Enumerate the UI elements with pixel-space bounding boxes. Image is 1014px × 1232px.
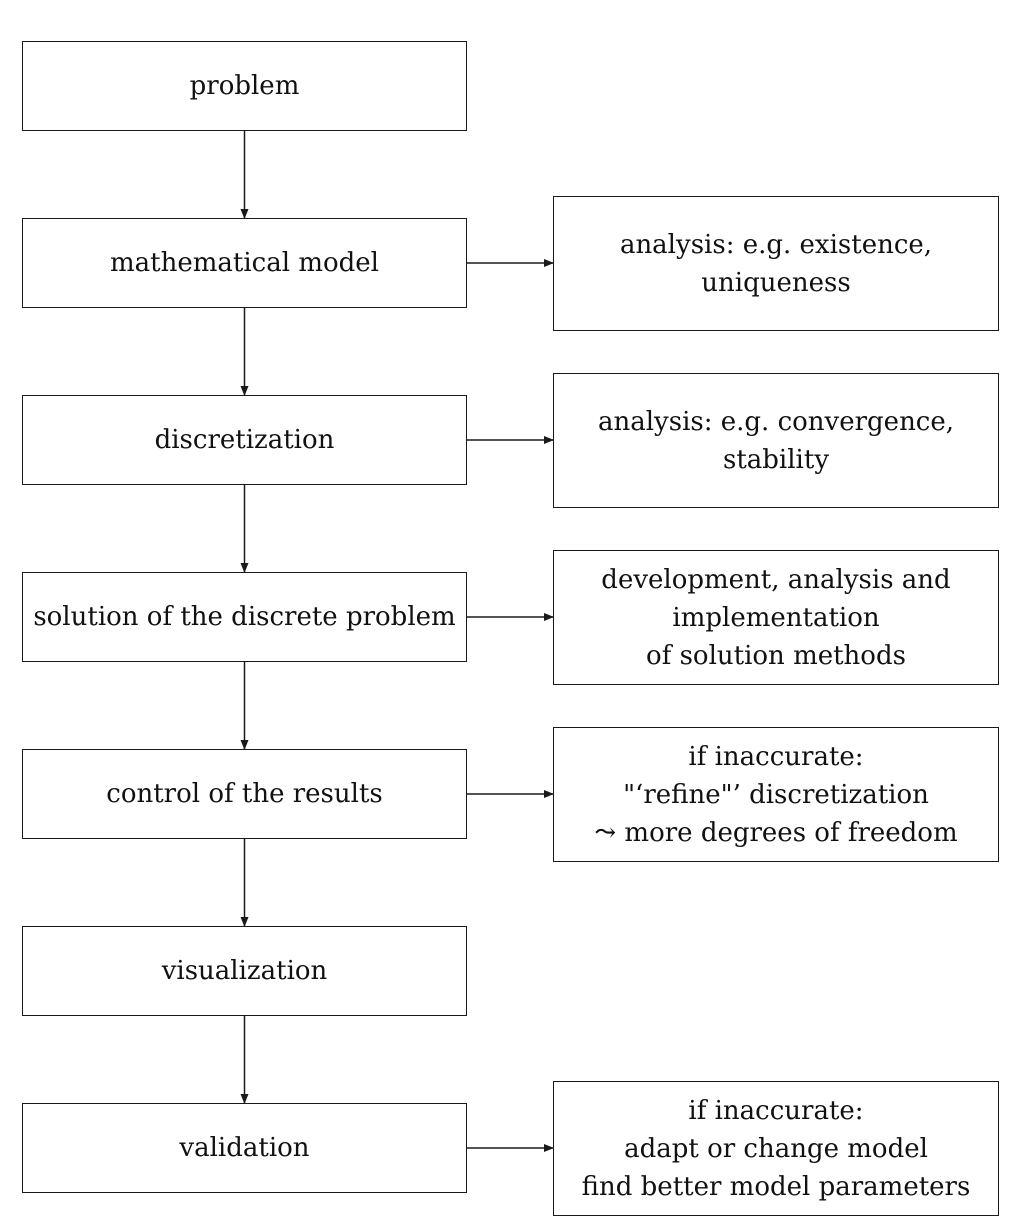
step-label-discretization: discretization xyxy=(154,425,335,455)
note-line: development, analysis and xyxy=(601,564,951,595)
note-line: ⤳ more degrees of freedom xyxy=(594,817,958,848)
note-line: "‘refine"’ discretization xyxy=(623,779,929,810)
note-line: find better model parameters xyxy=(581,1171,971,1202)
step-label-validation: validation xyxy=(179,1133,310,1163)
note-line: stability xyxy=(722,444,830,475)
note-box-solution-methods: development, analysis and implementation… xyxy=(553,550,999,685)
step-label-visualization: visualization xyxy=(161,956,328,986)
note-line: analysis: e.g. existence, xyxy=(619,229,933,260)
note-line: uniqueness xyxy=(701,267,851,298)
step-box-discretization: discretization xyxy=(22,395,467,485)
step-box-problem: problem xyxy=(22,41,467,131)
step-box-control: control of the results xyxy=(22,749,467,839)
note-box-refine: if inaccurate: "‘refine"’ discretization… xyxy=(553,727,999,862)
note-box-model-analysis: analysis: e.g. existence, uniqueness xyxy=(553,196,999,331)
step-label-problem: problem xyxy=(189,71,300,101)
note-box-validation-feedback: if inaccurate: adapt or change model fin… xyxy=(553,1081,999,1216)
step-label-control: control of the results xyxy=(106,779,383,809)
note-line: adapt or change model xyxy=(624,1133,928,1164)
step-box-visualization: visualization xyxy=(22,926,467,1016)
step-box-solution: solution of the discrete problem xyxy=(22,572,467,662)
note-line: if inaccurate: xyxy=(688,741,864,772)
note-line: analysis: e.g. convergence, xyxy=(597,406,955,437)
step-label-mathematical-model: mathematical model xyxy=(110,248,379,278)
step-box-validation: validation xyxy=(22,1103,467,1193)
note-line: of solution methods xyxy=(646,640,906,671)
note-line: if inaccurate: xyxy=(688,1095,864,1126)
step-box-mathematical-model: mathematical model xyxy=(22,218,467,308)
note-line: implementation xyxy=(672,602,880,633)
note-box-discretization-analysis: analysis: e.g. convergence, stability xyxy=(553,373,999,508)
step-label-solution: solution of the discrete problem xyxy=(33,602,456,632)
